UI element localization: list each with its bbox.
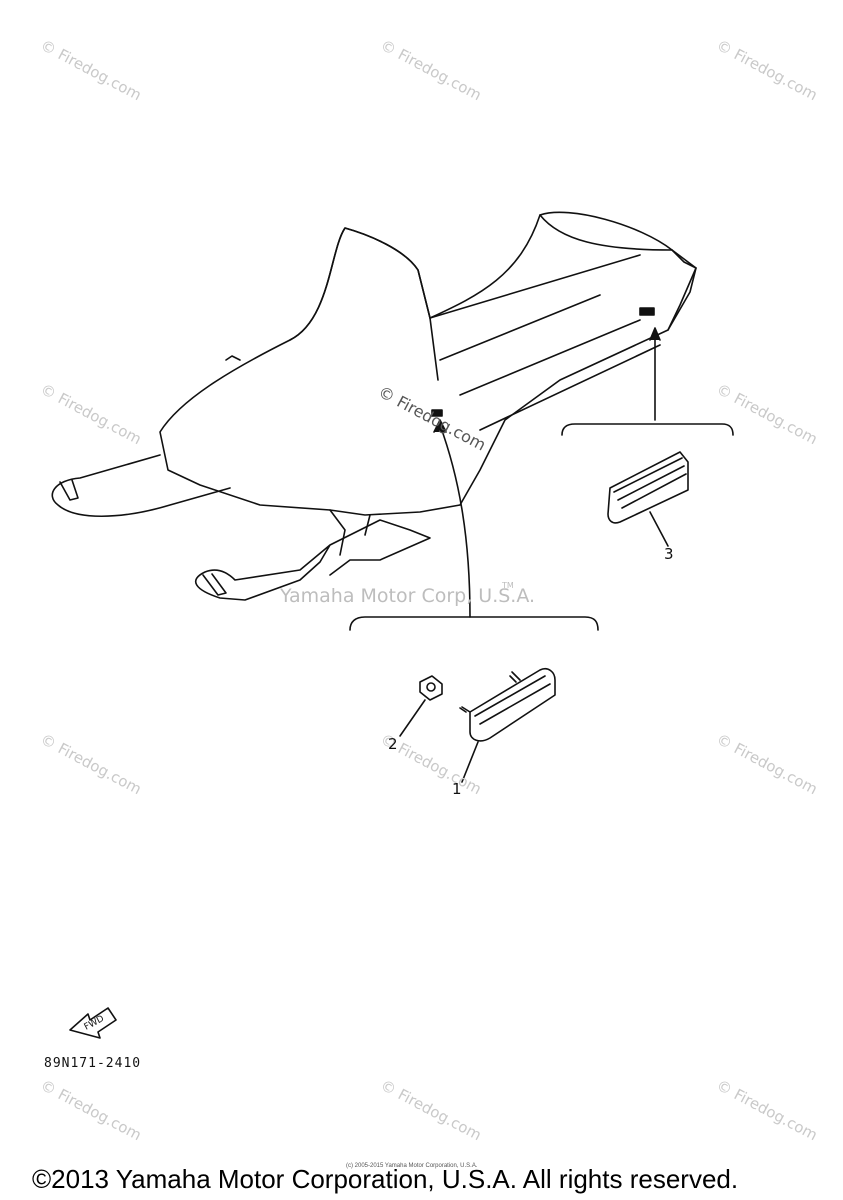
- callout-3: 3: [664, 545, 674, 563]
- leader-3: [649, 511, 669, 547]
- diagram-code: 89N171-2410: [44, 1056, 142, 1071]
- snowmobile-hood: [159, 211, 697, 516]
- small-credit: (c) 2005-2015 Yamaha Motor Corporation, …: [346, 1163, 478, 1169]
- snowmobile-handle: [225, 355, 241, 361]
- callout-2: 2: [388, 735, 398, 753]
- snowmobile-underside: [329, 509, 371, 556]
- snowmobile-seat: [539, 214, 673, 251]
- reflector-part-1: [469, 667, 556, 742]
- callout-1: 1: [452, 780, 462, 798]
- snowmobile-side-panel: [439, 294, 661, 431]
- ski-front-tip: [59, 479, 79, 501]
- arrow-rear-head: [649, 327, 661, 341]
- ski-front: [51, 454, 231, 517]
- arrow-front: [439, 424, 471, 618]
- watermark-tm: TM: [502, 581, 514, 590]
- snowmobile-tail: [667, 249, 697, 331]
- decal-marker-rear: [639, 307, 655, 316]
- nut-part-2: [419, 675, 443, 701]
- ski-rear: [194, 519, 431, 601]
- snowmobile-side-line: [429, 254, 641, 319]
- watermark-center-text: Yamaha Motor Corp, U.S.A.: [280, 585, 536, 607]
- fwd-arrow-icon: [69, 1007, 117, 1039]
- leader-2: [399, 699, 426, 737]
- copyright-notice: ©2013 Yamaha Motor Corporation, U.S.A. A…: [32, 1164, 739, 1194]
- leader-1: [461, 741, 479, 783]
- decal-marker-front: [431, 409, 443, 417]
- snowmobile-windshield: [289, 227, 439, 381]
- arrow-front-head: [433, 419, 447, 433]
- reflector-part-3: [607, 451, 689, 524]
- stud-left: [459, 706, 471, 713]
- ski-rear-tip: [202, 573, 227, 596]
- bracket-front: [349, 616, 599, 631]
- watermark-center-yamaha: Yamaha Motor Corp, U.S.A. TM: [280, 581, 536, 607]
- stud-right: [509, 671, 521, 683]
- bracket-rear: [561, 423, 734, 436]
